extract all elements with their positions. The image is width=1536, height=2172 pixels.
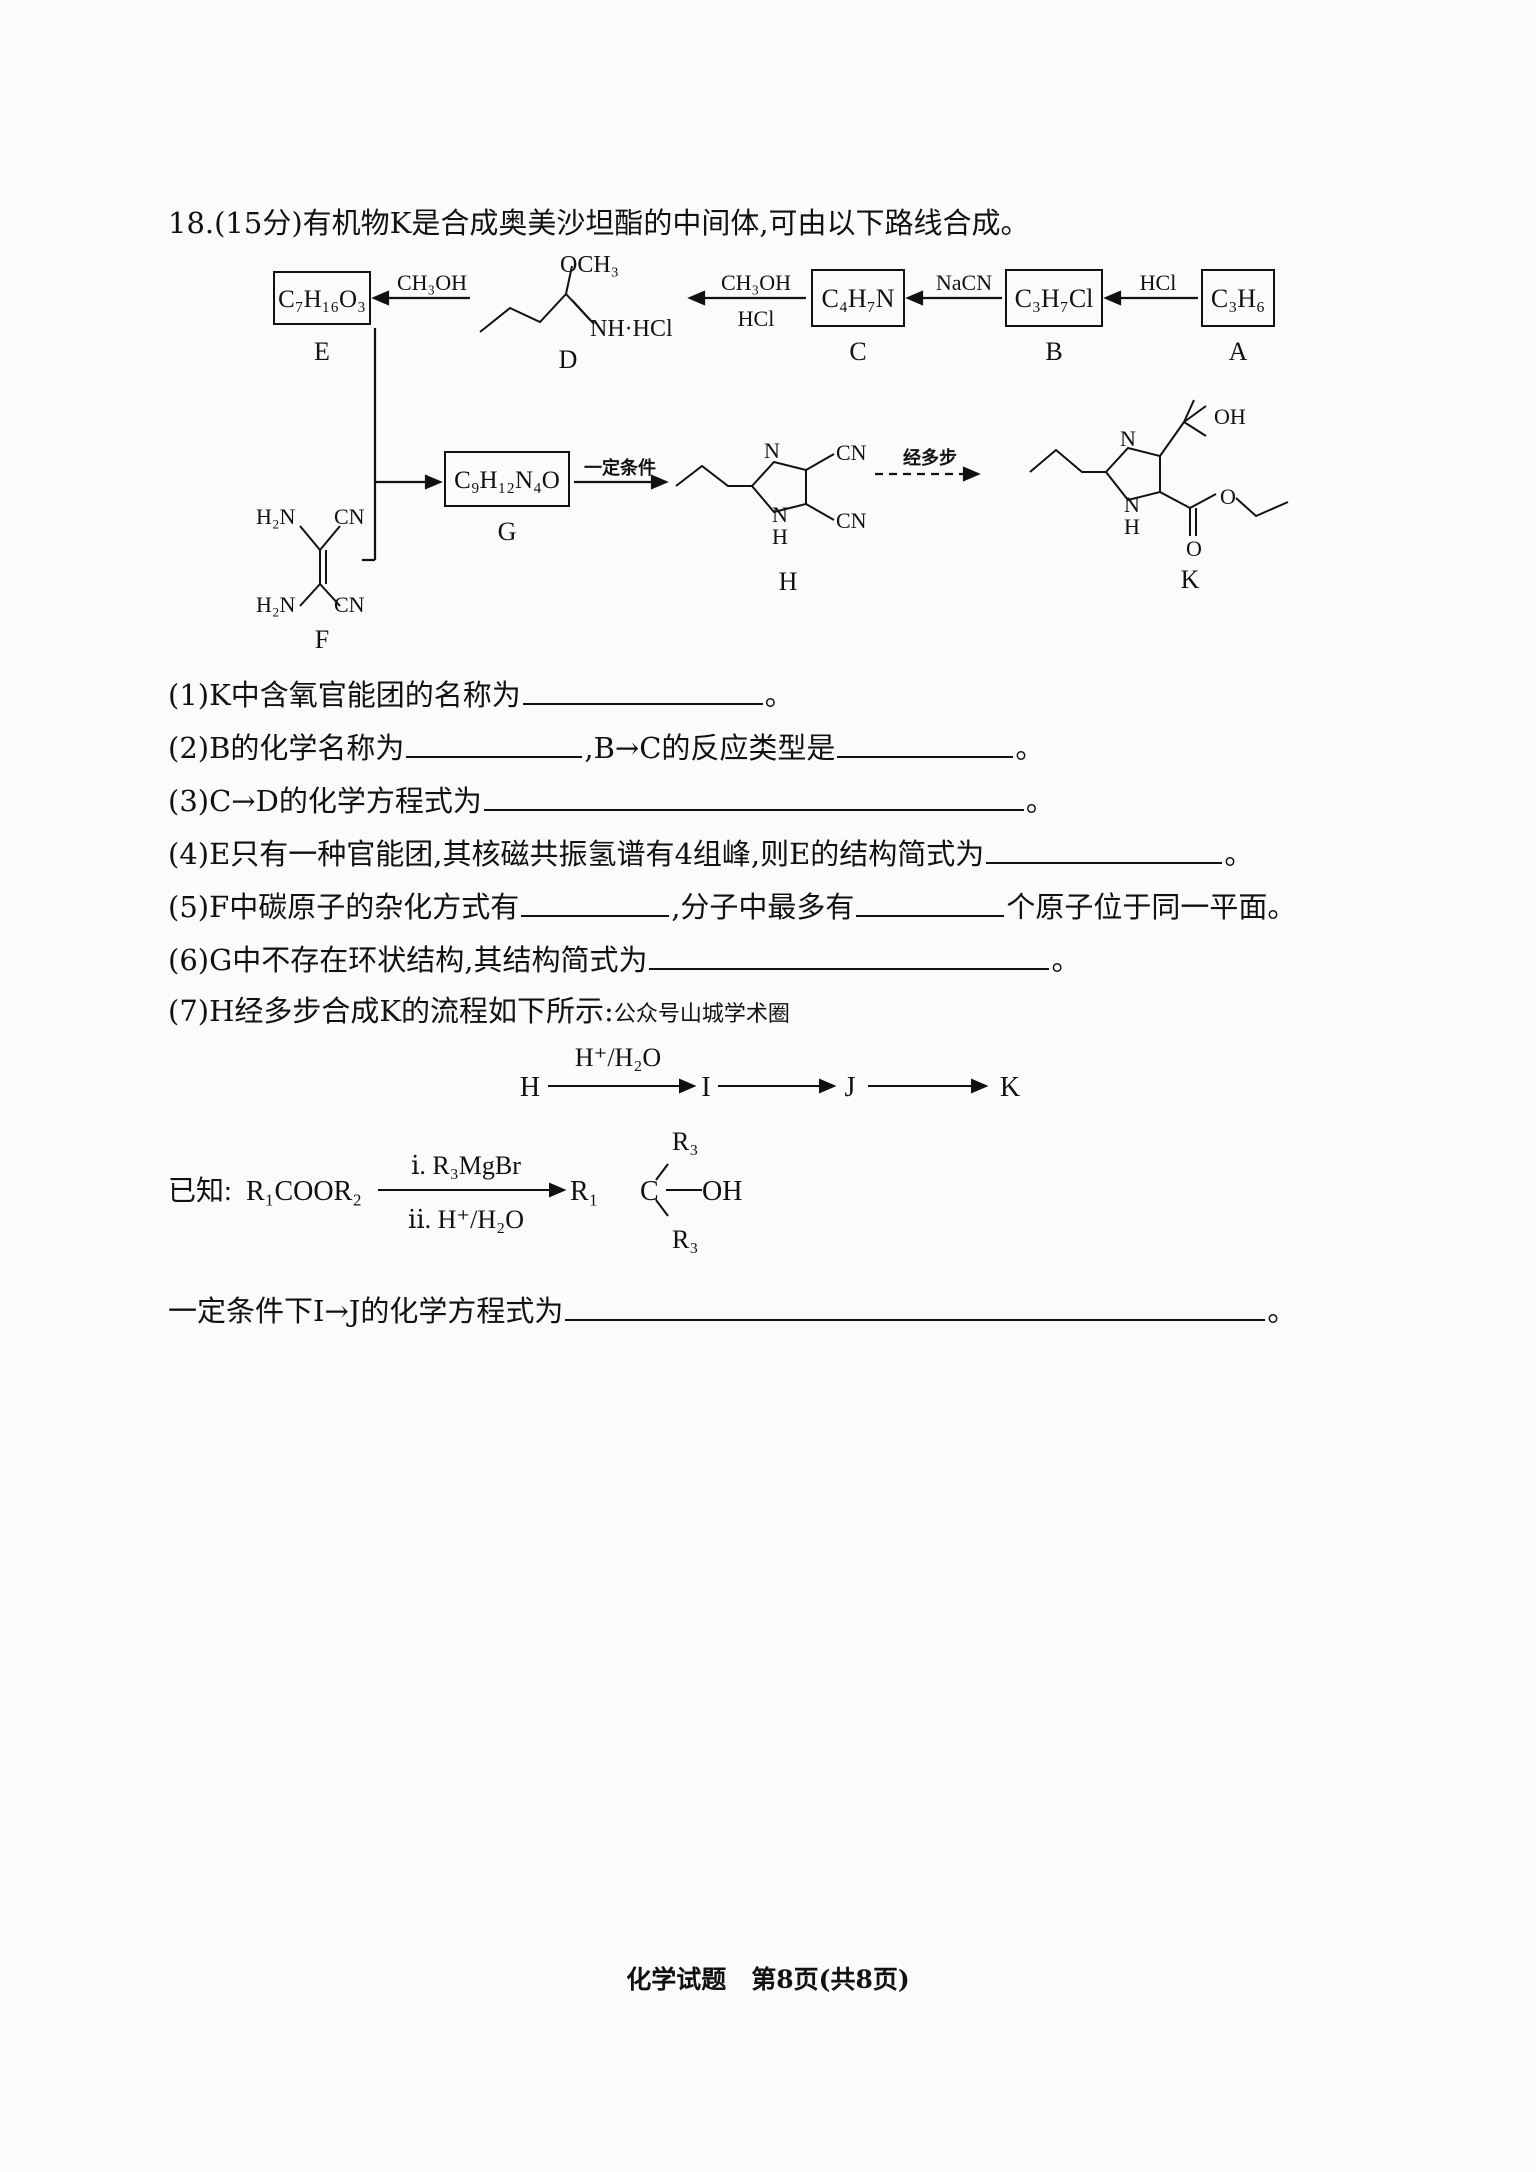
h-cn-top: CN bbox=[836, 440, 867, 465]
compound-c-label: C bbox=[849, 337, 866, 366]
compound-b-label: B bbox=[1045, 337, 1062, 366]
reagent-c-to-d-bottom: HCl bbox=[738, 306, 775, 331]
reagent-b-to-c: NaCN bbox=[936, 270, 992, 295]
f-cn-top: CN bbox=[334, 504, 365, 529]
compound-c-formula: C₄H₇N bbox=[821, 284, 894, 313]
structure-d bbox=[479, 265, 595, 333]
flow-i: I bbox=[701, 1072, 710, 1103]
part-6: (6)G中不存在环状结构,其结构简式为。 bbox=[168, 943, 1081, 977]
h-cn-bottom: CN bbox=[836, 508, 867, 533]
reagent-g-to-h: 一定条件 bbox=[584, 457, 656, 478]
compound-e-formula: C₇H₁₆O₃ bbox=[278, 286, 366, 313]
compound-g-formula: C₉H₁₂N₄O bbox=[454, 467, 560, 494]
known-r3-top: R₃ bbox=[672, 1127, 698, 1156]
f-h2n-bottom: H₂N bbox=[256, 592, 296, 617]
question-header: 18.(15分)有机物K是合成奥美沙坦酯的中间体,可由以下路线合成。 bbox=[168, 206, 1030, 240]
compound-b-formula: C₃H₇Cl bbox=[1015, 284, 1094, 313]
reagent-a-to-b: HCl bbox=[1140, 270, 1177, 295]
flow-h-to-k: H H⁺/H₂O I J K bbox=[520, 1043, 1020, 1103]
synthesis-scheme: C₃H₆ A C₃H₇Cl B C₄H₇N C C₇H₁₆O₃ E C₉H₁₂N… bbox=[256, 252, 1289, 654]
page-footer: 化学试题 第8页(共8页) bbox=[626, 1965, 910, 1994]
structure-f bbox=[299, 525, 341, 607]
compound-k-label: K bbox=[1181, 565, 1200, 594]
k-oh: OH bbox=[1214, 404, 1246, 429]
k-ester-o: O bbox=[1220, 484, 1236, 509]
final-part: 一定条件下I→J的化学方程式为。 bbox=[168, 1294, 1297, 1328]
f-cn-bottom: CN bbox=[334, 592, 365, 617]
compound-a-label: A bbox=[1229, 337, 1248, 366]
k-n-top: N bbox=[1120, 426, 1136, 451]
known-step2: ⅱ. H⁺/H₂O bbox=[408, 1205, 524, 1234]
structure-k bbox=[1029, 399, 1289, 536]
part-3: (3)C→D的化学方程式为。 bbox=[168, 784, 1055, 818]
compound-g-label: G bbox=[498, 517, 517, 546]
compound-e-label: E bbox=[314, 337, 330, 366]
part-7: (7)H经多步合成K的流程如下所示:公众号山城学术圈 bbox=[168, 994, 790, 1028]
part-4: (4)E只有一种官能团,其核磁共振氢谱有4组峰,则E的结构简式为。 bbox=[168, 837, 1254, 871]
k-n-bottom: N bbox=[1124, 492, 1140, 517]
k-nh: H bbox=[1124, 514, 1140, 539]
part-2: (2)B的化学名称为,B→C的反应类型是。 bbox=[168, 731, 1045, 765]
d-och3: OCH₃ bbox=[560, 252, 619, 278]
d-nh-hcl: NH·HCl bbox=[590, 316, 673, 342]
known-product-r1: R₁ bbox=[570, 1176, 598, 1207]
known-reactant: R₁COOR₂ bbox=[246, 1176, 362, 1207]
flow-h: H bbox=[520, 1072, 540, 1103]
f-h2n-top: H₂N bbox=[256, 504, 296, 529]
reagent-c-to-d-top: CH₃OH bbox=[721, 270, 791, 295]
flow-j: J bbox=[845, 1072, 856, 1103]
known-prefix: 已知: bbox=[168, 1175, 232, 1207]
part-5: (5)F中碳原子的杂化方式有,分子中最多有个原子位于同一平面。 bbox=[168, 890, 1297, 924]
known-reaction: 已知: R₁COOR₂ ⅰ. R₃MgBr ⅱ. H⁺/H₂O R₁ C OH … bbox=[168, 1127, 742, 1254]
flow-k: K bbox=[1000, 1072, 1020, 1103]
structure-h bbox=[675, 453, 835, 521]
known-product-oh: OH bbox=[702, 1176, 742, 1207]
reagent-h-to-k: 经多步 bbox=[903, 447, 957, 468]
reagent-d-to-e: CH₃OH bbox=[397, 270, 467, 295]
compound-a-formula: C₃H₆ bbox=[1211, 284, 1265, 313]
compound-f-label: F bbox=[315, 625, 329, 654]
known-r3-bottom: R₃ bbox=[672, 1225, 698, 1254]
known-step1: ⅰ. R₃MgBr bbox=[411, 1151, 521, 1180]
compound-d-label: D bbox=[559, 345, 578, 374]
h-n-bottom: N bbox=[772, 502, 788, 527]
watermark-text: 公众号山城学术圈 bbox=[613, 1002, 790, 1027]
k-carbonyl-o: O bbox=[1186, 536, 1202, 561]
known-product-c: C bbox=[640, 1176, 659, 1207]
h-n-top: N bbox=[764, 438, 780, 463]
flow-reagent: H⁺/H₂O bbox=[575, 1043, 661, 1072]
compound-h-label: H bbox=[779, 567, 798, 596]
h-nh: H bbox=[772, 524, 788, 549]
part-1: (1)K中含氧官能团的名称为。 bbox=[168, 678, 794, 712]
